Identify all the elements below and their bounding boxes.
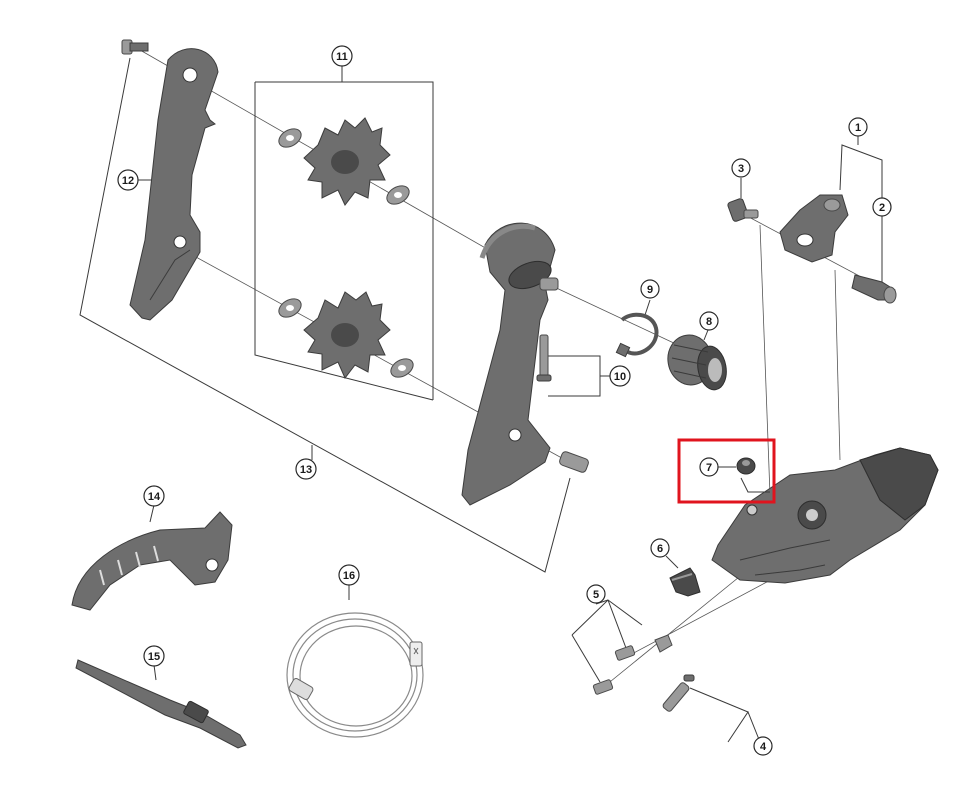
svg-text:13: 13 bbox=[300, 464, 312, 476]
part-8-spring bbox=[667, 334, 727, 391]
part-12-inner-plate bbox=[129, 48, 219, 321]
callout-5: 5 bbox=[586, 584, 606, 604]
callout-10: 10 bbox=[609, 365, 631, 387]
callout-13: 13 bbox=[295, 458, 317, 480]
svg-text:1: 1 bbox=[855, 122, 861, 134]
part-3-b-tension-bolt bbox=[727, 198, 759, 222]
part-2-axle-bolt bbox=[851, 274, 897, 304]
callout-12: 12 bbox=[117, 169, 139, 191]
part-6-cover bbox=[669, 567, 701, 597]
part-15-tool bbox=[75, 659, 247, 749]
highlight-box-part-7 bbox=[677, 438, 776, 504]
svg-text:7: 7 bbox=[706, 462, 712, 474]
callout-16: 16 bbox=[338, 564, 360, 586]
callout-2: 2 bbox=[872, 197, 892, 217]
svg-text:14: 14 bbox=[148, 491, 161, 503]
callout-3: 3 bbox=[731, 158, 751, 178]
svg-text:6: 6 bbox=[657, 543, 663, 555]
callout-15: 15 bbox=[143, 645, 165, 667]
svg-text:10: 10 bbox=[614, 371, 626, 383]
part-5-stop-screws bbox=[592, 634, 673, 695]
svg-text:5: 5 bbox=[593, 589, 599, 601]
callout-4: 4 bbox=[753, 736, 773, 756]
svg-text:12: 12 bbox=[122, 175, 134, 187]
callout-11: 11 bbox=[331, 45, 353, 67]
svg-text:9: 9 bbox=[647, 284, 653, 296]
part-10-bolts bbox=[536, 334, 589, 473]
part-11-guide-pulley bbox=[278, 117, 410, 206]
svg-text:15: 15 bbox=[148, 651, 160, 663]
callout-7: 7 bbox=[699, 457, 719, 477]
callout-9: 9 bbox=[640, 279, 660, 299]
part-9-snap-ring bbox=[615, 312, 659, 358]
part-4-pin bbox=[662, 674, 695, 712]
svg-text:8: 8 bbox=[706, 316, 712, 328]
derailleur-main-body bbox=[711, 447, 939, 584]
part-14-guide-plate bbox=[71, 511, 233, 611]
callout-1: 1 bbox=[848, 117, 868, 137]
part-13-outer-plate bbox=[461, 222, 559, 506]
bolt-top-left bbox=[121, 39, 149, 55]
callout-14: 14 bbox=[143, 485, 165, 507]
part-11-tension-pulley bbox=[278, 291, 414, 379]
svg-text:3: 3 bbox=[738, 163, 744, 175]
callout-8: 8 bbox=[699, 311, 719, 331]
svg-text:16: 16 bbox=[343, 570, 355, 582]
svg-text:4: 4 bbox=[760, 741, 767, 753]
leader-frames bbox=[79, 57, 883, 743]
svg-text:11: 11 bbox=[336, 51, 348, 63]
callout-6: 6 bbox=[650, 538, 670, 558]
part-7-cap bbox=[736, 457, 770, 493]
svg-text:2: 2 bbox=[879, 202, 885, 214]
part-16-cable bbox=[286, 612, 424, 738]
part-1-b-link bbox=[779, 194, 849, 263]
